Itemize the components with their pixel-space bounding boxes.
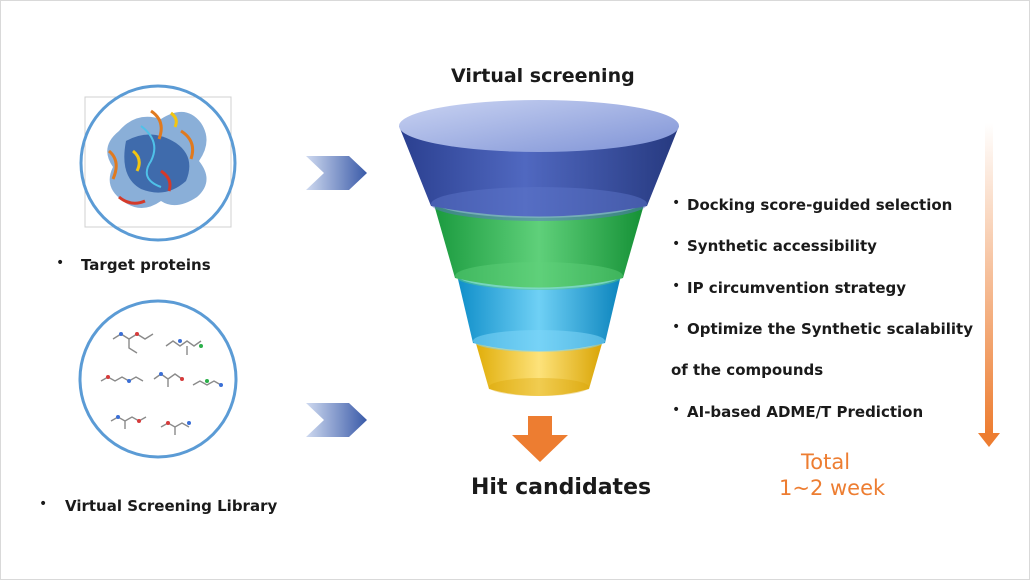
molecule-structures-icon [100, 333, 222, 435]
chevron-arrow-icon [306, 156, 367, 190]
criteria-bullet: • [672, 402, 681, 418]
criteria-bullet: • [672, 278, 681, 294]
criteria-item: IP circumvention strategy [687, 279, 907, 297]
criteria-bullet: • [672, 195, 681, 211]
criteria-item: AI-based ADME/T Prediction [687, 403, 924, 421]
timeline-total-label: Total [801, 450, 851, 474]
bullet-target-proteins: • [56, 255, 65, 271]
criteria-item: Synthetic accessibility [687, 237, 877, 255]
funnel-stage-1 [399, 100, 679, 221]
criteria-item: Docking score-guided selection [687, 196, 953, 214]
criteria-bullet: • [672, 236, 681, 252]
timeline-arrow-icon [978, 123, 1000, 447]
chevron-arrow-icon [306, 403, 367, 437]
down-arrow-icon [512, 416, 568, 462]
protein-structure-icon [107, 109, 207, 208]
compound-library-circle [78, 299, 238, 459]
criteria-item-continuation: of the compounds [671, 361, 824, 379]
funnel-title: Virtual screening [451, 65, 635, 87]
target-proteins-label: Target proteins [81, 256, 211, 274]
criteria-item: Optimize the Synthetic scalability [687, 320, 973, 338]
hit-candidates-label: Hit candidates [471, 475, 652, 500]
virtual-screening-library-label: Virtual Screening Library [65, 497, 278, 515]
molecule-atoms-icon [106, 332, 223, 425]
criteria-bullet: • [672, 319, 681, 335]
timeline-duration-label: 1~2 week [779, 476, 886, 500]
bullet-library: • [39, 496, 48, 512]
